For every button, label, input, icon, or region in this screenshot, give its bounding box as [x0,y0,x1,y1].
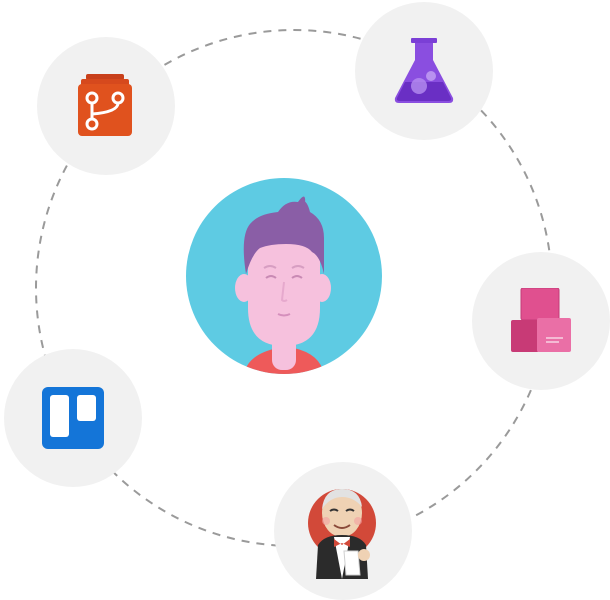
git-repos-icon [78,74,132,136]
test-flask-icon [394,38,454,103]
jenkins-node[interactable] [274,462,412,600]
developer-avatar [186,178,382,374]
test-plans-node[interactable] [355,2,493,140]
trello-node[interactable] [4,349,142,487]
repos-node[interactable] [37,37,175,175]
trello-board-icon [42,387,104,449]
jenkins-butler-icon [308,489,376,579]
artifact-packages-icon [511,288,571,352]
artifacts-node[interactable] [472,252,610,390]
